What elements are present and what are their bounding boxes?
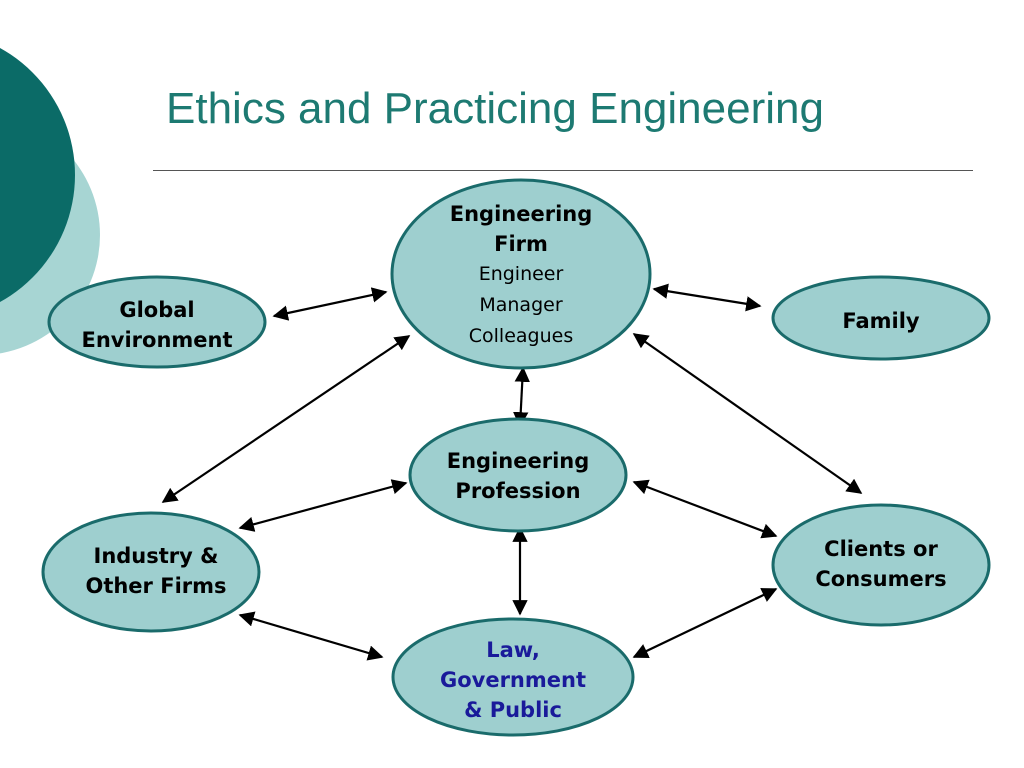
- node-law-line1: Law,: [486, 638, 540, 662]
- node-family-line1: Family: [842, 309, 920, 333]
- node-law-line3: & Public: [464, 698, 562, 722]
- node-law-line2: Government: [439, 668, 586, 692]
- node-shape-family: [771, 275, 991, 361]
- arrow-firm-family: [652, 283, 762, 312]
- node-industry-line2: Other Firms: [85, 574, 227, 598]
- node-global-line1: Global: [119, 298, 195, 322]
- node-clients-line2: Consumers: [815, 567, 947, 591]
- node-engineering-profession: Engineering Profession: [410, 418, 626, 533]
- dark-teal-circle: [0, 48, 75, 302]
- node-firm-title-line1: Engineering: [449, 201, 593, 226]
- node-shape-law: [391, 617, 635, 737]
- arrow-global-firm: [272, 287, 388, 321]
- node-firm-title-line2: Firm: [494, 231, 548, 256]
- node-shape-clients: [771, 503, 991, 627]
- node-industry-line1: Industry &: [93, 544, 219, 568]
- node-shape-global: [47, 275, 267, 369]
- node-global-environment: Global Environment: [49, 280, 265, 370]
- arrow-industry-law: [238, 611, 384, 661]
- arrow-profession-industry: [238, 479, 408, 532]
- node-engineering-firm: Engineering Firm Engineer Manager Collea…: [392, 190, 650, 360]
- title-divider: [153, 170, 973, 171]
- node-clients-line1: Clients or: [824, 537, 938, 561]
- arrow-law-clients: [632, 588, 778, 658]
- node-global-line2: Environment: [81, 328, 233, 352]
- node-profession-line1: Engineering: [446, 448, 590, 473]
- node-firm-sub-engineer: Engineer: [478, 262, 564, 285]
- arrow-profession-clients: [632, 479, 778, 539]
- node-shape-firm: [390, 178, 652, 370]
- arrow-firm-industry: [161, 335, 411, 503]
- node-family: Family: [773, 280, 989, 362]
- node-profession-line2: Profession: [455, 478, 581, 503]
- node-firm-sub-colleagues: Colleagues: [468, 324, 574, 347]
- node-shape-profession: [408, 417, 628, 533]
- node-firm-sub-manager: Manager: [479, 293, 563, 316]
- node-industry-other-firms: Industry & Other Firms: [43, 512, 269, 630]
- node-law-government-public: Law, Government & Public: [393, 620, 633, 740]
- node-clients-consumers: Clients or Consumers: [773, 505, 989, 623]
- slide-title: Ethics and Practicing Engineering: [166, 84, 824, 133]
- arrow-firm-profession: [513, 366, 530, 428]
- arrow-firm-clients: [632, 333, 863, 494]
- node-shape-industry: [41, 511, 261, 633]
